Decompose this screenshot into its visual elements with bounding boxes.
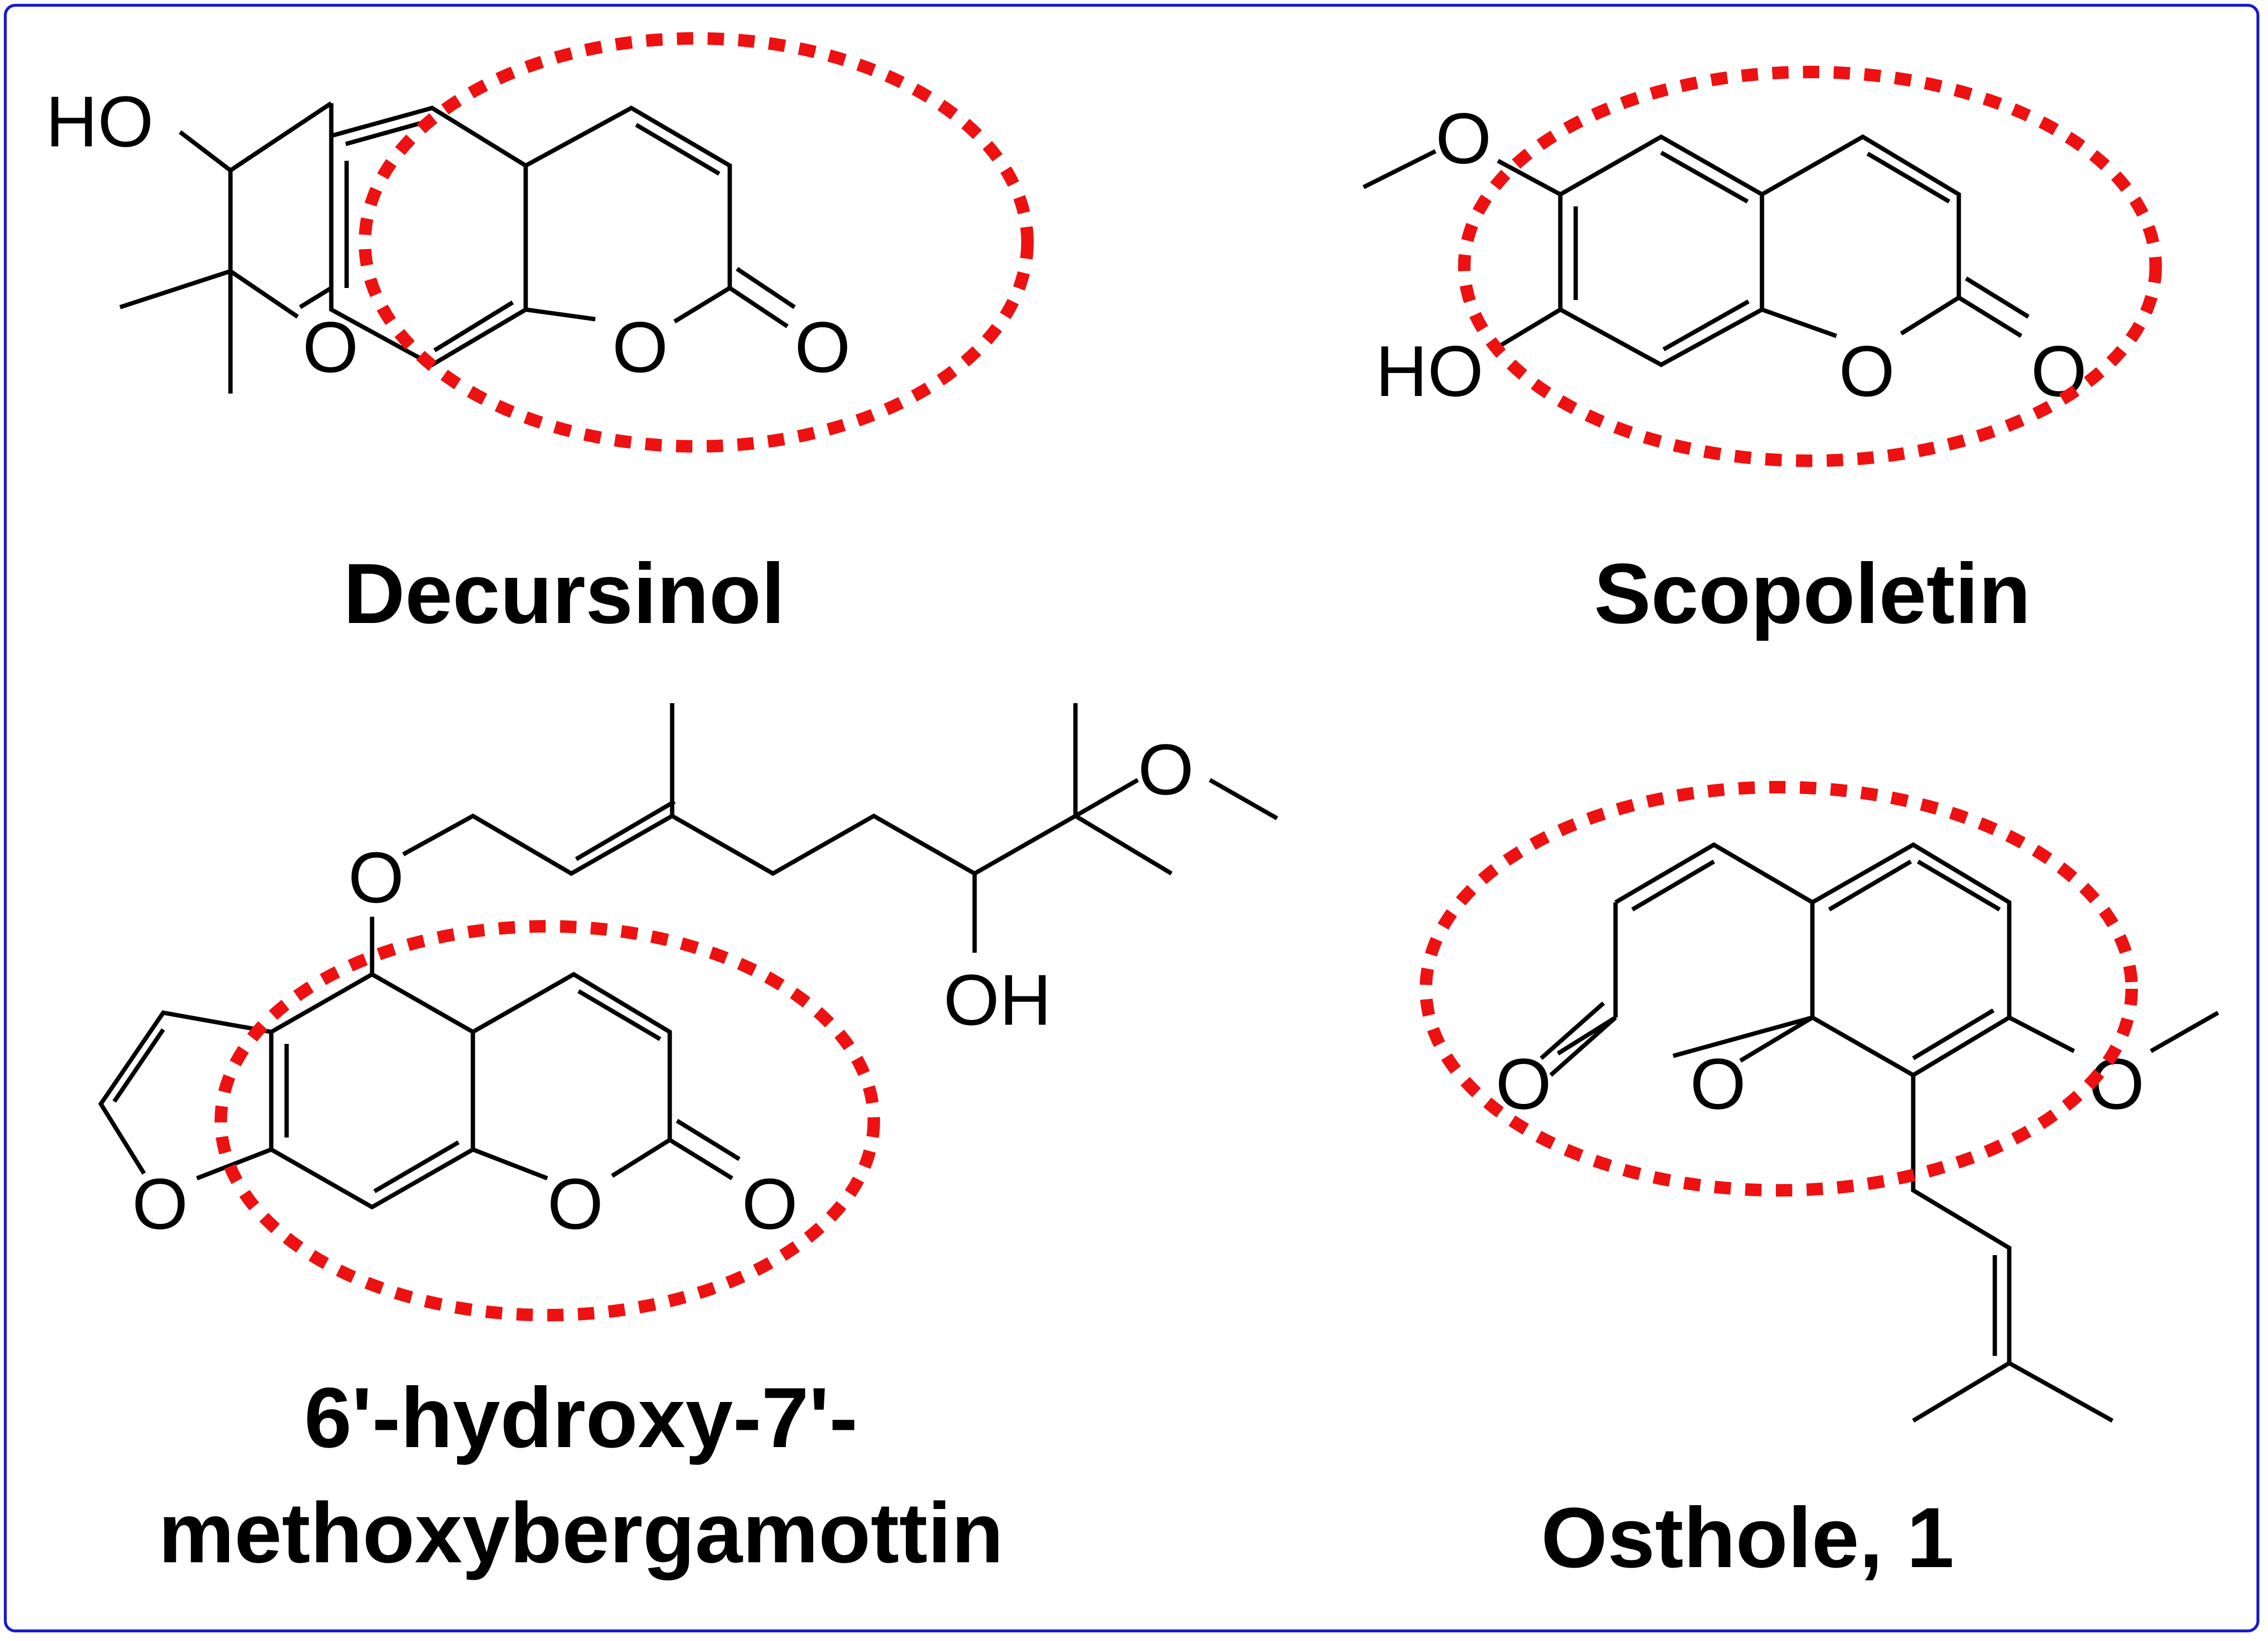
osthole-caption: Osthole, 1 [1541, 1490, 1954, 1585]
decursinol-carbonyl-oxygen-label: O [795, 307, 851, 387]
methoxybergamottin-caption-line1: 6'-hydroxy-7'- [304, 1370, 858, 1465]
methoxybergamottin-furan-oxygen-label: O [132, 1163, 188, 1244]
osthole-structure [1540, 842, 2220, 1423]
figure-panel [4, 4, 2259, 1632]
scopoletin-hydroxyl-label: HO [1375, 331, 1484, 411]
decursinol-caption: Decursinol [343, 546, 785, 641]
scopoletin-lactone-oxygen-label: O [1839, 331, 1895, 411]
methoxybergamottin-ether-oxygen-label: O [348, 837, 404, 918]
scopoletin-structure [1362, 134, 2030, 368]
methoxybergamottin-structure [98, 703, 1279, 1210]
scopoletin-carbonyl-oxygen-label: O [2031, 331, 2087, 411]
methoxybergamottin-lactone-oxygen-label: O [547, 1163, 603, 1244]
decursinol-lactone-oxygen-label: O [612, 307, 668, 387]
scopoletin-coumarin-highlight [1458, 66, 2162, 467]
osthole-lactone-oxygen-label: O [1690, 1043, 1746, 1124]
scopoletin-methoxy-oxygen-label: O [1436, 98, 1492, 179]
methoxybergamottin-carbonyl-oxygen-label: O [742, 1163, 798, 1244]
osthole-carbonyl-oxygen-label: O [1496, 1043, 1552, 1124]
decursinol-structure [119, 101, 796, 394]
decursinol-coumarin-highlight [359, 32, 1034, 453]
scopoletin-caption: Scopoletin [1594, 546, 2031, 641]
methoxybergamottin-methoxy-oxygen-label: O [1138, 729, 1194, 810]
methoxybergamottin-caption-line2: methoxybergamottin [158, 1485, 1003, 1581]
decursinol-ring-oxygen-label: O [302, 307, 359, 387]
decursinol-hydroxyl-label: HO [46, 81, 154, 162]
methoxybergamottin-hydroxyl-label: OH [943, 959, 1051, 1040]
osthole-coumarin-highlight [1420, 781, 2138, 1197]
methoxybergamottin-coumarin-highlight [215, 920, 880, 1321]
